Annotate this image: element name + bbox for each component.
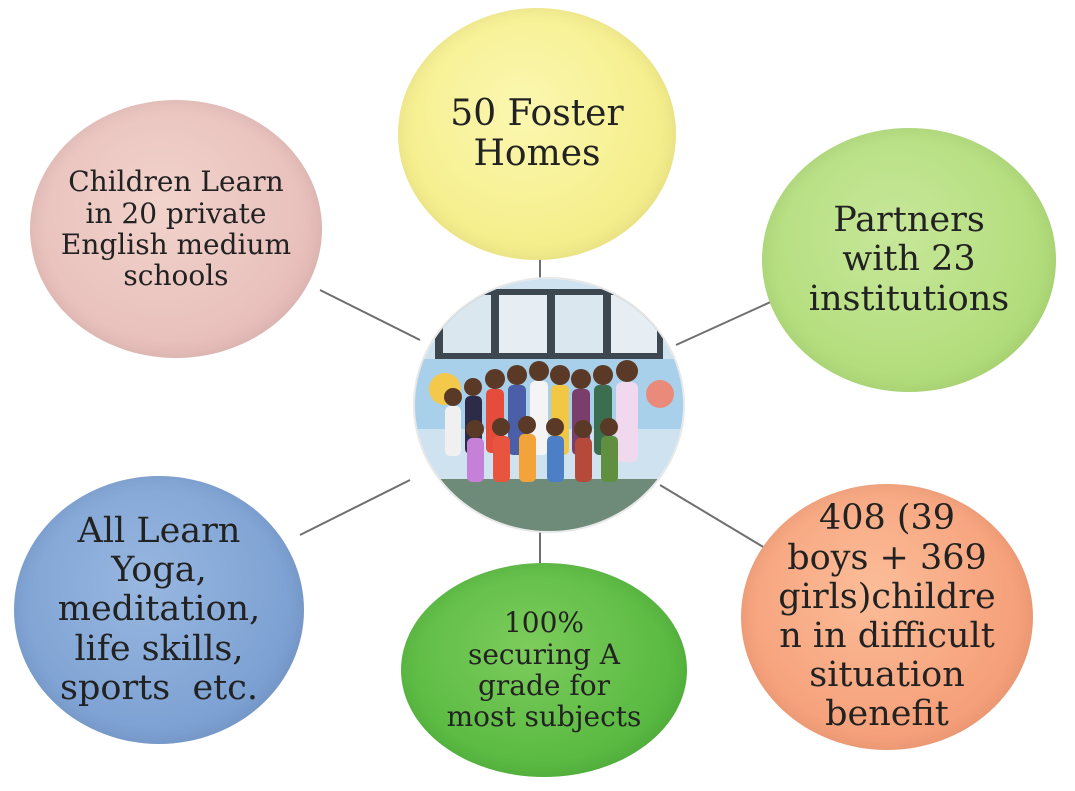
text-line: 408 (39 [818, 498, 956, 539]
connector-salmon [659, 484, 766, 549]
text-line: All Learn [77, 511, 241, 552]
text-line: most subjects [446, 700, 642, 734]
bubble-a-grade: 100% securing A grade for most subjects [401, 563, 687, 777]
text-line: in 20 private [85, 196, 267, 230]
text-line: Yoga, [111, 550, 207, 591]
bubble-text: 100% securing A grade for most subjects [446, 606, 642, 734]
bubble-text: Partners with 23 institutions [809, 201, 1009, 319]
children-group [444, 360, 638, 482]
text-line: Partners [833, 200, 985, 241]
child [492, 418, 510, 482]
text-line: life skills, [74, 628, 244, 669]
group-of-children-photo [415, 279, 683, 531]
bubble-text: All Learn Yoga, meditation, life skills,… [57, 511, 261, 708]
text-line: 50 Foster [450, 92, 624, 134]
text-line: boys + 369 [787, 537, 987, 578]
text-line: sports etc. [60, 667, 258, 708]
text-line: situation [809, 655, 965, 696]
text-line: benefit [825, 694, 949, 735]
window-pane [499, 295, 547, 353]
bubble-children-count: 408 (39 boys + 369 girls)childre n in di… [741, 484, 1033, 750]
bubble-partners: Partners with 23 institutions [762, 128, 1056, 392]
bubble-yoga-life-skills: All Learn Yoga, meditation, life skills,… [14, 476, 304, 744]
text-line: Children Learn [68, 165, 284, 199]
child [546, 418, 564, 482]
bubble-foster-homes: 50 Foster Homes [398, 8, 676, 260]
mural-shape [646, 380, 674, 408]
connector-light-green [675, 299, 776, 346]
child [574, 420, 592, 482]
text-line: 100% [503, 606, 585, 640]
child [444, 388, 462, 456]
text-line: Homes [473, 133, 601, 174]
child [466, 420, 484, 482]
bubble-text: 408 (39 boys + 369 girls)childre n in di… [778, 499, 996, 734]
text-line: grade for [477, 669, 610, 702]
text-line: English medium [60, 228, 292, 261]
text-line: schools [123, 259, 229, 293]
bubble-private-schools: Children Learn in 20 private English med… [30, 100, 322, 358]
window-pane [555, 295, 603, 353]
text-line: securing A [467, 637, 621, 671]
child [600, 418, 618, 482]
connector-pink [319, 289, 421, 341]
child [616, 360, 638, 462]
photo-illustration [415, 279, 683, 531]
text-line: meditation, [57, 589, 261, 630]
bubble-text: 50 Foster Homes [450, 92, 624, 175]
text-line: with 23 [842, 239, 976, 280]
connector-blue [299, 479, 411, 536]
text-line: n in difficult [779, 616, 995, 656]
child [518, 416, 536, 482]
text-line: girls)childre [778, 576, 996, 617]
text-line: institutions [808, 278, 1010, 319]
bubble-text: Children Learn in 20 private English med… [60, 165, 292, 293]
